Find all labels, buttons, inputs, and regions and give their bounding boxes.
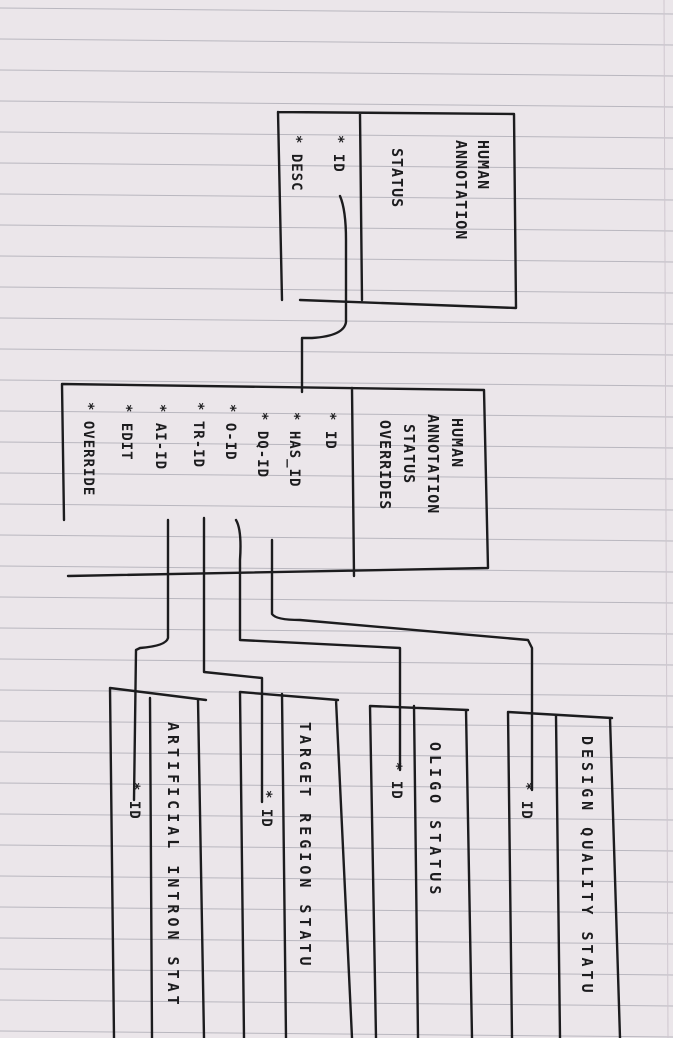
entity-artificial-intron-status: ARTIFICIAL INTRON STAT * ID	[108, 686, 208, 1038]
entity-title: OLIGO STATUS	[426, 742, 444, 898]
title-line: HUMAN	[474, 140, 492, 190]
connector-dq-id	[270, 538, 534, 792]
entity-title: ARTIFICIAL INTRON STAT	[164, 722, 182, 1009]
ruled-line	[0, 844, 673, 852]
ruled-line	[0, 813, 673, 821]
ruled-line	[0, 193, 673, 201]
connector-o-id	[234, 518, 402, 772]
ruled-line	[0, 658, 673, 666]
ruled-line	[0, 348, 673, 356]
entity-box	[108, 686, 208, 1038]
ruled-line	[0, 627, 673, 635]
attribute-o-id: * O-ID	[222, 404, 238, 461]
ruled-line	[0, 565, 673, 573]
ruled-line	[0, 875, 673, 883]
entity-oligo-status: OLIGO STATUS * ID	[368, 704, 474, 1038]
ruled-line	[0, 689, 673, 697]
entity-target-region-status: TARGET REGION STATU * ID	[238, 690, 354, 1038]
title-line: OVERRIDES	[376, 420, 394, 510]
attribute-id: * ID	[322, 412, 338, 450]
ruled-line	[0, 534, 673, 542]
ruled-line	[0, 782, 673, 790]
ruled-line	[0, 286, 673, 294]
ruled-line	[0, 596, 673, 604]
entity-human-annotation-status-overrides: HUMAN ANNOTATION STATUS OVERRIDES * ID *…	[60, 382, 490, 578]
attribute-has-id: * HAS_ID	[286, 412, 302, 487]
ruled-line	[0, 162, 673, 170]
entity-design-quality-status: DESIGN QUALITY STATU * ID	[506, 710, 622, 1038]
entity-box	[368, 704, 474, 1038]
ruled-line	[0, 69, 673, 77]
ruled-line	[0, 224, 673, 232]
attribute-override: * OVERRIDE	[80, 402, 96, 496]
attribute-tr-id: * TR-ID	[190, 402, 206, 468]
attribute-id: * ID	[258, 790, 274, 828]
ruled-line	[0, 1030, 673, 1038]
connector-has-id	[300, 194, 348, 394]
ruled-line	[0, 410, 673, 418]
entity-box	[276, 110, 518, 310]
connector-ai-id	[132, 518, 170, 802]
attribute-ai-id: * AI-ID	[152, 404, 168, 470]
ruled-line	[0, 472, 673, 480]
ruled-line	[0, 937, 673, 945]
attribute-id: * ID	[388, 762, 404, 800]
ruled-line	[0, 38, 673, 46]
title-line: ANNOTATION	[452, 140, 470, 240]
attribute-edit: * EDIT	[118, 404, 134, 461]
ruled-line	[0, 379, 673, 387]
ruled-line	[0, 906, 673, 914]
ruled-line	[0, 100, 673, 108]
ruled-line	[0, 441, 673, 449]
title-line: HUMAN	[448, 418, 466, 468]
ruled-line	[0, 503, 673, 511]
attribute-id: * ID	[518, 782, 534, 820]
title-line: STATUS	[388, 148, 406, 208]
entity-title: HUMAN	[474, 140, 492, 190]
title-line: STATUS	[400, 424, 418, 484]
attribute-desc: * DESC	[288, 135, 304, 192]
ruled-line	[0, 968, 673, 976]
attribute-id: * ID	[126, 782, 142, 820]
entity-box	[238, 690, 354, 1038]
entity-title: TARGET REGION STATU	[296, 722, 314, 970]
entity-box	[506, 710, 622, 1038]
connector-tr-id	[202, 516, 264, 804]
ruled-line	[0, 7, 673, 15]
entity-title: DESIGN QUALITY STATU	[578, 736, 596, 997]
ruled-line	[0, 317, 673, 325]
attribute-id: * ID	[330, 135, 346, 173]
title-line: ANNOTATION	[424, 414, 442, 514]
ruled-line	[0, 255, 673, 263]
ruled-line	[0, 131, 673, 139]
ruled-line	[0, 751, 673, 759]
entity-box	[60, 382, 490, 578]
attribute-dq-id: * DQ-ID	[254, 412, 270, 478]
entity-human-annotation-status: HUMAN ANNOTATION STATUS * ID * DESC	[276, 110, 518, 310]
margin-line	[663, 0, 669, 1038]
relationship-lines	[132, 194, 534, 804]
ruled-line	[0, 999, 673, 1007]
